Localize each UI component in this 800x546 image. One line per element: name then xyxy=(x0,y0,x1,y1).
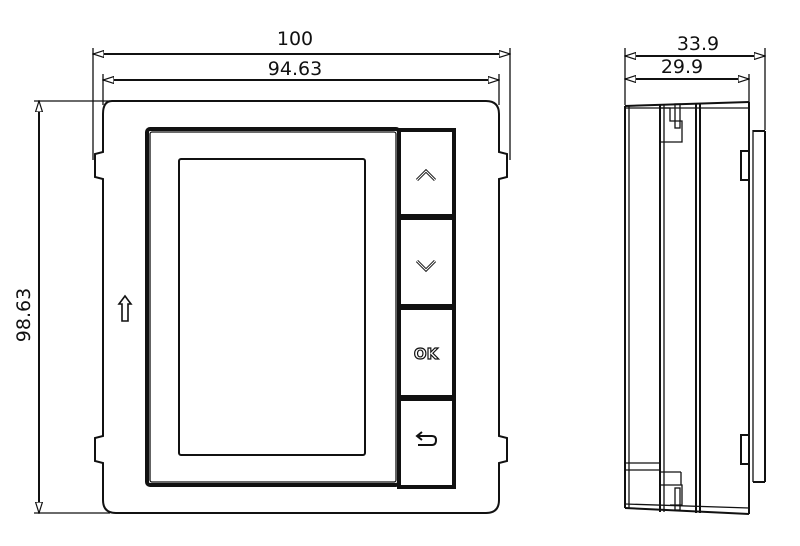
side-tab-top xyxy=(740,150,750,181)
dimension-body-depth xyxy=(625,74,749,104)
inner-width-label: 94.63 xyxy=(268,58,322,80)
display-bezel xyxy=(145,127,401,487)
button-panel xyxy=(397,128,456,489)
overall-width-label: 100 xyxy=(277,28,313,50)
dimension-overall-width xyxy=(93,48,510,160)
down-button[interactable] xyxy=(402,220,451,305)
height-label: 98.63 xyxy=(13,288,35,342)
back-arrow-icon xyxy=(415,431,438,446)
side-tab-bottom xyxy=(740,434,750,465)
up-arrow-outline-icon xyxy=(117,294,133,322)
side-view: 33.9 29.9 xyxy=(624,33,766,515)
ok-button[interactable]: OK xyxy=(402,310,451,396)
front-view: OK 100 94.63 98.63 xyxy=(13,28,510,514)
body-depth-label: 29.9 xyxy=(661,56,703,78)
side-profile xyxy=(624,101,766,515)
ok-label: OK xyxy=(414,345,440,363)
overall-depth-label: 33.9 xyxy=(677,33,719,55)
dimension-height xyxy=(34,101,110,513)
dimension-inner-width xyxy=(103,74,499,105)
back-button[interactable] xyxy=(402,401,451,485)
display-screen xyxy=(178,158,366,456)
up-button[interactable] xyxy=(402,133,451,215)
device-frame-outline xyxy=(94,100,508,514)
